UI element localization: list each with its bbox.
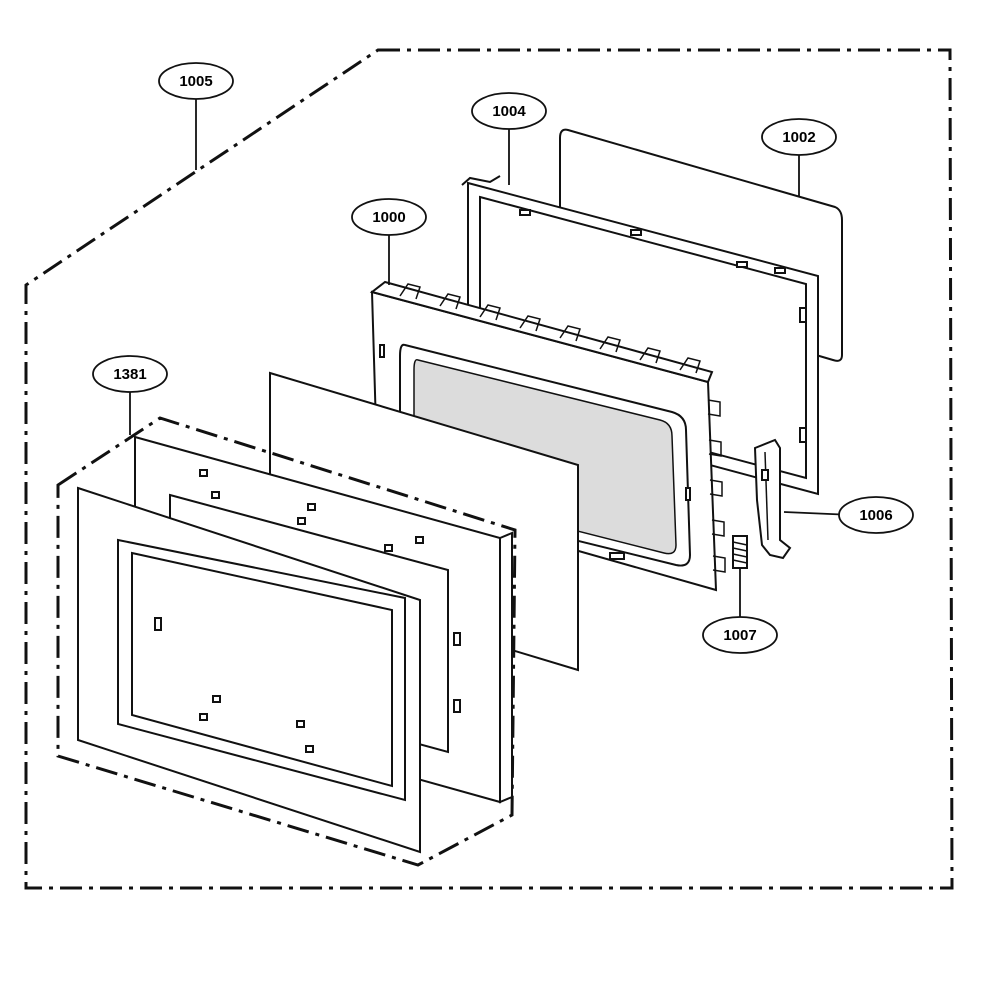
callout-1006: 1006 (838, 496, 914, 534)
callout-1000: 1000 (351, 198, 427, 236)
callout-1004: 1004 (471, 92, 547, 130)
part-1006-latch-hook (753, 438, 792, 560)
assembly-boundary-1005 (24, 48, 954, 890)
callout-label-1002: 1002 (782, 129, 815, 146)
callout-1005: 1005 (158, 62, 234, 100)
part-1007-spring (732, 535, 748, 569)
callout-label-1381: 1381 (113, 366, 146, 383)
part-1381-front-frame (77, 486, 421, 854)
callout-label-1006: 1006 (859, 507, 892, 524)
leader-lines (129, 99, 854, 617)
callout-1007: 1007 (702, 616, 778, 654)
assembly-boundary-1381 (56, 416, 517, 867)
callout-1381: 1381 (92, 355, 168, 393)
callout-label-1000: 1000 (372, 209, 405, 226)
callout-label-1004: 1004 (492, 103, 526, 120)
callout-1002: 1002 (761, 118, 837, 156)
callout-label-1005: 1005 (179, 73, 212, 90)
callout-label-1007: 1007 (723, 627, 756, 644)
